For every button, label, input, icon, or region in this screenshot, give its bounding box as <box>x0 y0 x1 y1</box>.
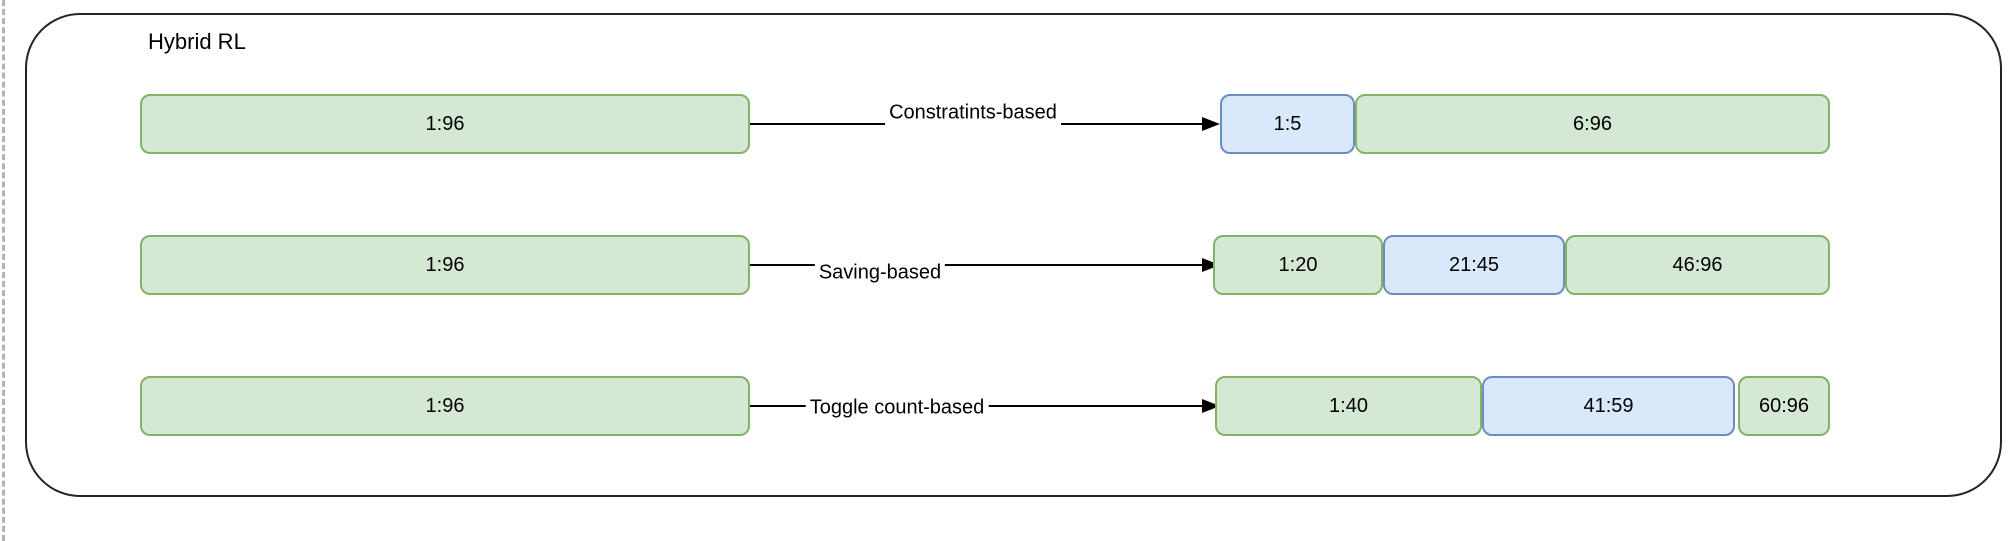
segment-6-96[interactable]: 6:96 <box>1355 94 1830 154</box>
segment-46-96[interactable]: 46:96 <box>1565 235 1830 295</box>
segment-60-96[interactable]: 60:96 <box>1738 376 1830 436</box>
target-group-3: 1:40 41:59 60:96 <box>1215 376 1830 436</box>
page-boundary-line <box>2 0 5 541</box>
arrowhead-icon-1 <box>1202 117 1220 131</box>
target-group-1: 1:5 6:96 <box>1220 94 1830 154</box>
target-group-2: 1:20 21:45 46:96 <box>1213 235 1830 295</box>
hybrid-rl-container[interactable] <box>25 13 2002 497</box>
edge-label-3[interactable]: Toggle count-based <box>805 395 989 421</box>
source-node-3[interactable]: 1:96 <box>140 376 750 436</box>
segment-21-45[interactable]: 21:45 <box>1383 235 1565 295</box>
source-node-2[interactable]: 1:96 <box>140 235 750 295</box>
segment-1-20[interactable]: 1:20 <box>1213 235 1383 295</box>
source-node-1[interactable]: 1:96 <box>140 94 750 154</box>
segment-41-59[interactable]: 41:59 <box>1482 376 1735 436</box>
edge-label-1[interactable]: Constratints-based <box>885 100 1061 126</box>
segment-1-40[interactable]: 1:40 <box>1215 376 1482 436</box>
container-title: Hybrid RL <box>148 29 246 54</box>
edge-label-2[interactable]: Saving-based <box>814 260 946 286</box>
segment-1-5[interactable]: 1:5 <box>1220 94 1355 154</box>
edge-line-2[interactable] <box>750 264 1204 266</box>
